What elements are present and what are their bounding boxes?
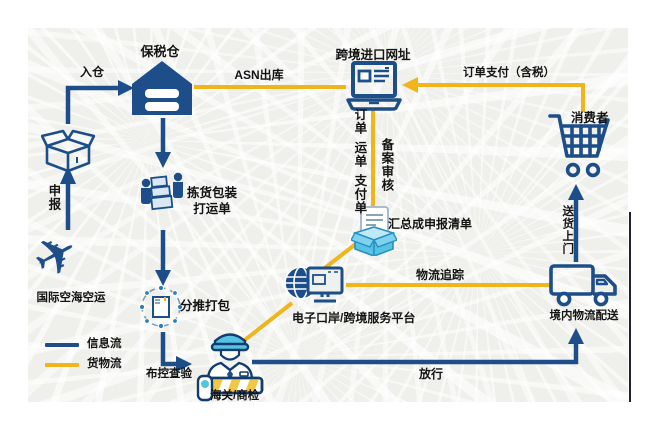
info-flow-arrowheads	[60, 80, 584, 372]
domestic-delivery-label: 境内物流配送	[549, 310, 619, 322]
legend-goods-flow-label: 货物流	[87, 358, 122, 371]
tracking-label: 物流追踪	[416, 268, 465, 282]
warehouse-icon	[132, 61, 192, 115]
doc-order-label: 订单	[352, 108, 367, 135]
release-arrowhead	[568, 328, 584, 344]
laptop-icon	[345, 61, 403, 111]
truck-icon	[549, 264, 617, 308]
parcel-box-icon	[41, 121, 95, 173]
customs-officer-icon	[196, 326, 264, 402]
legend: 信息流 货物流	[45, 338, 122, 378]
bonded-warehouse-label: 保税仓	[140, 44, 180, 59]
sorting-label: 分推打包	[180, 299, 231, 313]
asn-outbound-label: ASN出库	[234, 68, 284, 82]
inbound-line	[65, 85, 118, 124]
sorting-to-inspection-line	[160, 332, 178, 367]
doc-labels-column: 订单 运单 支付单	[352, 108, 366, 215]
info-flow-lines	[65, 85, 579, 367]
picking-label: 拣货包装 打运单	[182, 185, 242, 217]
legend-info-flow: 信息流	[45, 338, 122, 351]
legend-info-flow-label: 信息流	[87, 338, 122, 350]
doc-waybill-label: 运单	[352, 141, 367, 168]
doc-payment-label: 支付单	[352, 174, 367, 215]
release-label: 放行	[419, 367, 444, 381]
legend-goods-flow: 货物流	[45, 358, 122, 371]
record-review-label: 备案审核	[379, 138, 394, 192]
order-payment-arrowhead	[402, 77, 418, 93]
platform-globe-monitor-icon	[284, 261, 344, 309]
platform-to-customs-line	[239, 301, 294, 345]
inspection-arrowhead	[176, 356, 192, 372]
platform-label: 电子口岸/跨境服务平台	[292, 311, 416, 325]
intl-shipping-label: 国际空海空运	[36, 292, 106, 304]
order-payment-label: 订单支付（含税）	[463, 67, 555, 79]
consumer-label: 消费者	[571, 111, 609, 125]
info-flow-swatch	[45, 342, 79, 347]
summary-list-label: 汇总成申报清单	[388, 217, 473, 231]
picking-label-line1: 拣货包装	[186, 186, 237, 200]
sorting-package-icon	[138, 284, 184, 330]
release-line	[252, 342, 579, 365]
import-website-label: 跨境进口网址	[335, 48, 411, 62]
picking-workers-icon	[138, 167, 186, 217]
declare-arrowhead	[60, 166, 76, 184]
declare-label: 申报	[46, 184, 61, 211]
shopping-cart-icon	[548, 112, 610, 180]
summary-box-paper-icon	[351, 206, 397, 256]
customs-label: 海关/商检	[210, 390, 260, 402]
goods-flow-swatch	[45, 362, 79, 367]
picking-to-sorting-arrowhead	[155, 270, 171, 286]
order-payment-line	[416, 83, 585, 112]
home-delivery-label: 送货上门	[561, 205, 574, 255]
warehouse-to-picking-arrowhead	[155, 152, 171, 168]
goods-flow-lines	[194, 83, 585, 345]
inspection-label: 布控查验	[146, 368, 192, 380]
inbound-arrowhead	[118, 80, 134, 96]
image-edge-line	[629, 212, 631, 402]
summary-to-platform-line	[319, 241, 359, 273]
inbound-label: 入仓	[80, 65, 105, 79]
picking-label-line2: 打运单	[193, 202, 231, 216]
home-delivery-arrowhead	[568, 184, 584, 200]
